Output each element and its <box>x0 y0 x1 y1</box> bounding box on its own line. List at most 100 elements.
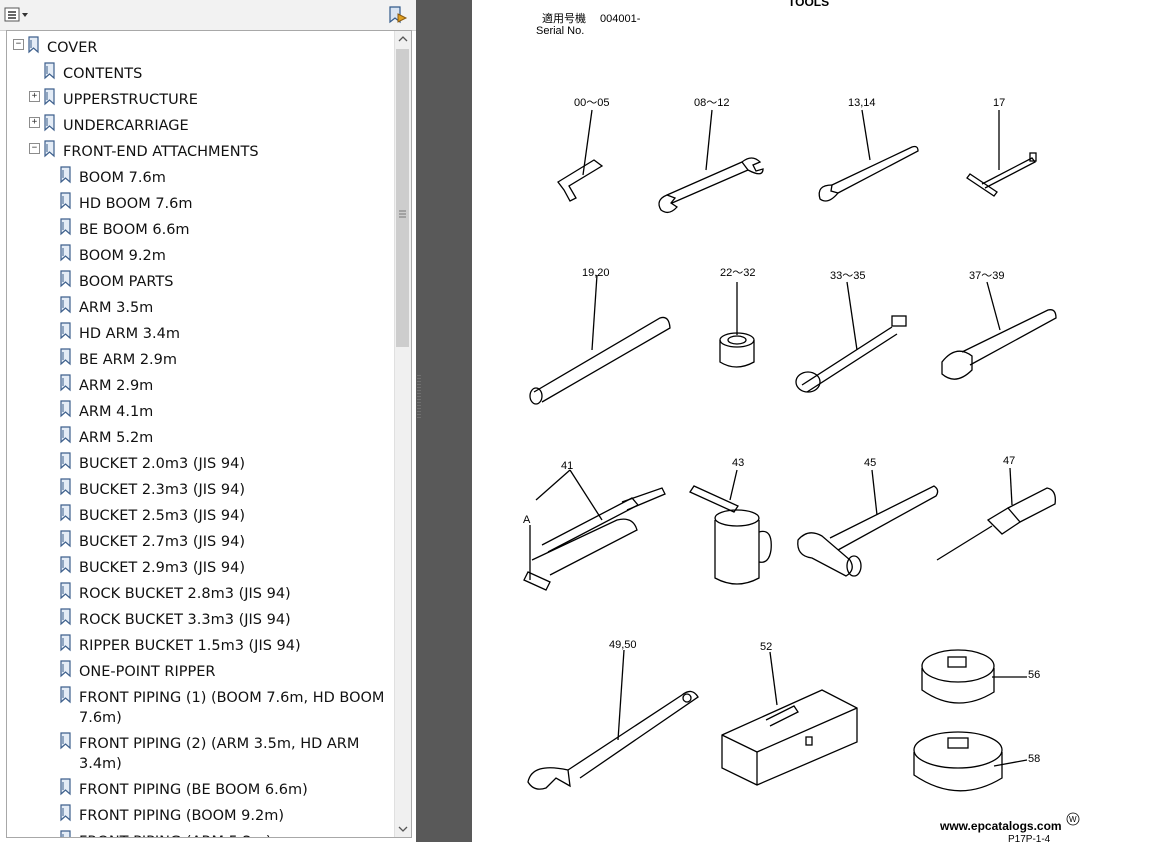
bookmark-icon <box>60 348 71 366</box>
bookmark-item[interactable]: CONTENTS <box>7 61 395 87</box>
bookmark-label: ARM 4.1m <box>79 404 154 420</box>
bookmark-label: FRONT PIPING (1) (BOOM 7.6m, HD BOOM 7.6… <box>79 690 385 726</box>
bookmark-item[interactable]: ROCK BUCKET 3.3m3 (JIS 94) <box>7 607 395 633</box>
filter-wrench-small-drawing <box>921 649 1027 704</box>
label-13-14: 13,14 <box>848 97 876 109</box>
bookmark-icon <box>60 530 71 548</box>
expand-bookmark-button[interactable] <box>386 4 408 26</box>
bookmark-icon <box>60 244 71 262</box>
bookmark-icon <box>60 504 71 522</box>
extension-handle-drawing <box>795 281 907 393</box>
pane-splitter[interactable] <box>416 0 472 842</box>
label-41: 41 <box>561 460 573 472</box>
bookmark-icon <box>60 374 71 392</box>
grease-gun-drawing <box>523 469 666 591</box>
bookmark-item[interactable]: BUCKET 2.0m3 (JIS 94) <box>7 451 395 477</box>
extension-bar-drawing <box>529 274 671 405</box>
bookmark-label: ARM 2.9m <box>79 378 154 394</box>
label-56: 56 <box>1028 669 1040 681</box>
bookmark-item[interactable]: BE BOOM 6.6m <box>7 217 395 243</box>
bookmark-item[interactable]: FRONT PIPING (ARM 5.2m) <box>7 829 395 837</box>
bookmark-item[interactable]: − COVER <box>7 35 395 61</box>
bookmark-icon <box>60 400 71 418</box>
bookmark-item[interactable]: HD ARM 3.4m <box>7 321 395 347</box>
bookmark-icon <box>60 166 71 184</box>
bookmark-item[interactable]: HD BOOM 7.6m <box>7 191 395 217</box>
screwdriver-drawing <box>936 467 1056 561</box>
tool-box-drawing <box>721 651 858 786</box>
bookmark-label: ROCK BUCKET 2.8m3 (JIS 94) <box>79 586 291 602</box>
bookmark-item[interactable]: + UNDERCARRIAGE <box>7 113 395 139</box>
bookmark-item[interactable]: ARM 3.5m <box>7 295 395 321</box>
options-menu-button[interactable] <box>4 6 30 24</box>
bookmark-icon <box>60 452 71 470</box>
bookmark-icon <box>44 114 55 132</box>
bookmark-label: FRONT PIPING (2) (ARM 3.5m, HD ARM 3.4m) <box>79 736 360 772</box>
bookmark-item[interactable]: BOOM 9.2m <box>7 243 395 269</box>
expand-toggle-icon[interactable]: + <box>29 91 40 102</box>
label-08-12: 08～12 <box>694 97 729 109</box>
scroll-down-arrow[interactable] <box>395 821 411 837</box>
tools-page-drawing: TOOLS 適用号機 004001- Serial No. <box>523 0 1080 845</box>
bookmark-item[interactable]: BUCKET 2.5m3 (JIS 94) <box>7 503 395 529</box>
bookmark-item[interactable]: −FRONT-END ATTACHMENTS <box>7 139 395 165</box>
bookmark-item[interactable]: +UPPERSTRUCTURE <box>7 87 395 113</box>
bookmark-label: ARM 5.2m <box>79 430 154 446</box>
bookmark-item[interactable]: ARM 2.9m <box>7 373 395 399</box>
collapse-toggle-icon[interactable]: − <box>29 143 40 154</box>
bookmark-icon <box>44 140 55 158</box>
document-page: TOOLS 適用号機 004001- Serial No. <box>472 0 1152 845</box>
bookmark-icon <box>60 556 71 574</box>
bookmark-icon <box>60 322 71 340</box>
bookmark-item[interactable]: FRONT PIPING (BE BOOM 6.6m) <box>7 777 395 803</box>
expand-toggle-icon[interactable]: + <box>29 117 40 128</box>
bookmark-label: UNDERCARRIAGE <box>63 118 189 134</box>
bookmark-icon <box>60 608 71 626</box>
serial-label-en: Serial No. <box>536 25 584 37</box>
bookmark-label: ONE-POINT RIPPER <box>79 664 216 680</box>
label-43: 43 <box>732 457 744 469</box>
bookmark-label: CONTENTS <box>63 66 143 82</box>
bookmark-label: HD BOOM 7.6m <box>79 196 193 212</box>
scroll-thumb[interactable] <box>396 49 409 347</box>
scroll-up-arrow[interactable] <box>395 31 411 47</box>
bookmark-item[interactable]: FRONT PIPING (1) (BOOM 7.6m, HD BOOM 7.6… <box>7 685 395 731</box>
double-open-wrench-drawing <box>658 109 764 214</box>
bookmark-item[interactable]: BUCKET 2.3m3 (JIS 94) <box>7 477 395 503</box>
bookmark-item[interactable]: ONE-POINT RIPPER <box>7 659 395 685</box>
bookmark-icon <box>60 634 71 652</box>
bookmark-icon <box>60 686 71 704</box>
bookmark-label: HD ARM 3.4m <box>79 326 180 342</box>
label-33-35: 33～35 <box>830 270 865 282</box>
bookmark-icon <box>60 804 71 822</box>
serial-value: 004001- <box>600 13 641 25</box>
bookmark-item[interactable]: ROCK BUCKET 2.8m3 (JIS 94) <box>7 581 395 607</box>
bookmark-item[interactable]: BE ARM 2.9m <box>7 347 395 373</box>
vertical-scrollbar[interactable] <box>394 31 411 837</box>
collapse-toggle-icon[interactable]: − <box>13 39 24 50</box>
bookmark-find-icon <box>389 6 408 24</box>
bookmark-label: BOOM PARTS <box>79 274 174 290</box>
bookmark-item[interactable]: RIPPER BUCKET 1.5m3 (JIS 94) <box>7 633 395 659</box>
bookmark-item[interactable]: FRONT PIPING (2) (ARM 3.5m, HD ARM 3.4m) <box>7 731 395 777</box>
bookmark-item[interactable]: FRONT PIPING (BOOM 9.2m) <box>7 803 395 829</box>
bookmark-icon <box>60 218 71 236</box>
chevron-up-icon <box>398 36 408 42</box>
bookmark-label: RIPPER BUCKET 1.5m3 (JIS 94) <box>79 638 301 654</box>
bookmark-label: BUCKET 2.3m3 (JIS 94) <box>79 482 245 498</box>
bookmark-label: COVER <box>47 40 98 56</box>
bookmarks-toolbar <box>0 0 416 31</box>
bookmark-item[interactable]: BOOM 7.6m <box>7 165 395 191</box>
bookmark-item[interactable]: ARM 5.2m <box>7 425 395 451</box>
ratchet-handle-drawing <box>941 281 1057 380</box>
bookmark-item[interactable]: ARM 4.1m <box>7 399 395 425</box>
bookmark-icon <box>60 478 71 496</box>
bookmark-icon <box>44 88 55 106</box>
bookmark-item[interactable]: BUCKET 2.7m3 (JIS 94) <box>7 529 395 555</box>
bookmark-label: BUCKET 2.0m3 (JIS 94) <box>79 456 245 472</box>
bookmark-item[interactable]: BOOM PARTS <box>7 269 395 295</box>
bookmark-item[interactable]: BUCKET 2.9m3 (JIS 94) <box>7 555 395 581</box>
label-22-32: 22～32 <box>720 267 755 279</box>
bookmark-icon <box>60 660 71 678</box>
bookmark-label: FRONT PIPING (BE BOOM 6.6m) <box>79 782 308 798</box>
